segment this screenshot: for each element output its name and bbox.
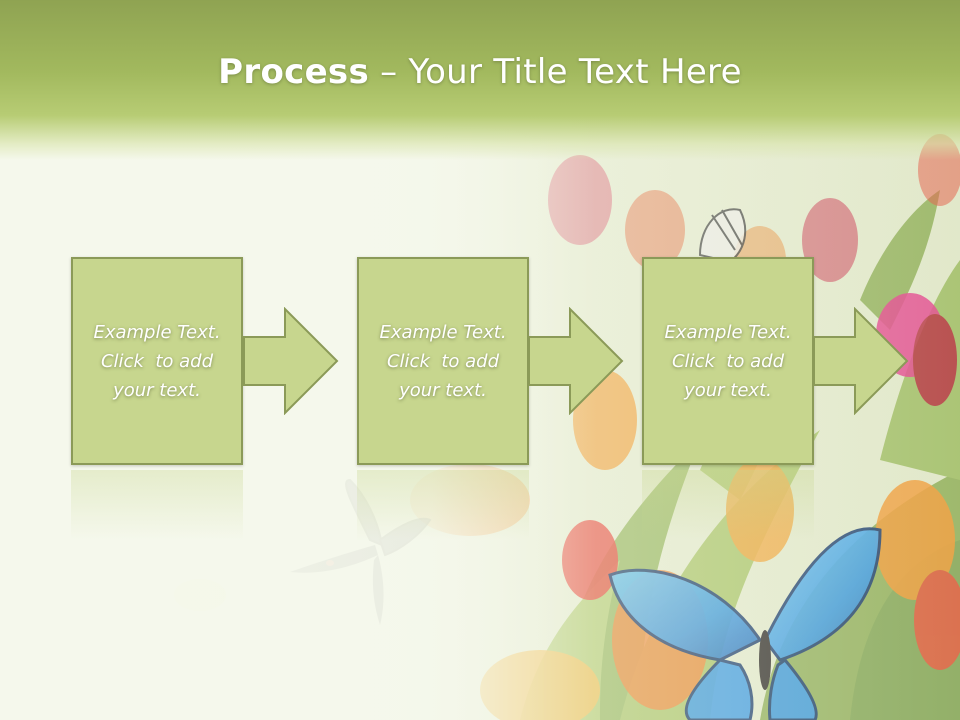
step-line: your text. — [684, 379, 772, 401]
box-reflection — [642, 470, 814, 540]
step-line: Example Text. — [93, 321, 221, 343]
box-reflection — [357, 470, 529, 540]
arrow-right-icon[interactable] — [243, 307, 339, 415]
step-line: Example Text. — [664, 321, 792, 343]
step-line: Click to add — [100, 350, 213, 372]
slide-title[interactable]: Process – Your Title Text Here — [0, 52, 960, 92]
box-reflection — [71, 470, 243, 540]
step-line: Example Text. — [379, 321, 507, 343]
title-bold: Process — [218, 52, 370, 92]
step-line: Click to add — [671, 350, 784, 372]
step-line: your text. — [113, 379, 201, 401]
title-rest: – Your Title Text Here — [369, 52, 742, 92]
process-step-box-1[interactable]: Example Text. Click to add your text. — [71, 257, 243, 465]
step-line: Click to add — [386, 350, 499, 372]
step-text-3[interactable]: Example Text. Click to add your text. — [653, 318, 803, 405]
step-line: your text. — [399, 379, 487, 401]
step-text-2[interactable]: Example Text. Click to add your text. — [368, 318, 518, 405]
header-band — [0, 0, 960, 160]
arrow-right-icon[interactable] — [813, 307, 909, 415]
process-step-box-3[interactable]: Example Text. Click to add your text. — [642, 257, 814, 465]
step-text-1[interactable]: Example Text. Click to add your text. — [82, 318, 232, 405]
arrow-right-icon[interactable] — [528, 307, 624, 415]
process-step-box-2[interactable]: Example Text. Click to add your text. — [357, 257, 529, 465]
